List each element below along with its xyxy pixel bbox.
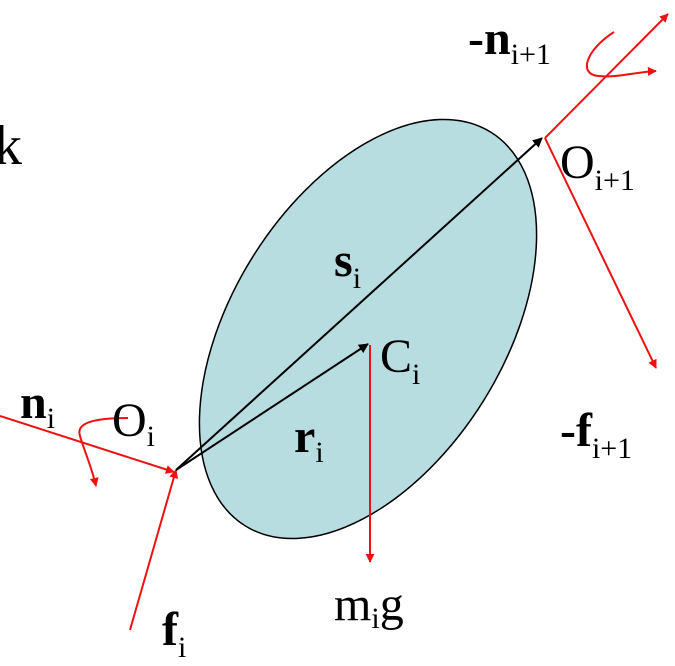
label-neg-f-next-main: -f [560,404,593,457]
label-r-sub: i [315,436,323,469]
force-vectors [0,13,669,631]
label-O-sub: i [147,420,155,453]
force-arrow-f [129,469,179,631]
edge-glyph: k [0,115,22,177]
label-O: Oi [112,394,155,453]
label-mg-m: m [334,578,371,631]
label-f: fi [162,603,186,664]
label-r-main: r [294,410,315,463]
label-neg-f-next-sub: i+1 [592,432,632,465]
moment-arrow-n [78,417,129,487]
vector-s [175,137,543,471]
label-neg-n-next: -ni+1 [468,12,551,71]
label-O-main: O [112,394,147,447]
label-C-sub: i [412,358,420,391]
label-O-next-sub: i+1 [595,164,635,197]
label-mg: mig [334,578,404,635]
label-O-next: Oi+1 [560,136,635,197]
label-C-main: C [380,330,412,383]
label-s-sub: i [353,262,361,295]
label-O-next-main: O [560,136,595,189]
position-vectors [175,137,543,471]
label-neg-n-next-main: -n [468,12,511,65]
label-mg-sub: i [371,602,379,635]
label-n-sub: i [47,402,55,435]
vector-r [175,343,369,471]
label-f-main: f [162,603,179,656]
force-arrow-neg-f-next [544,137,657,369]
label-C: Ci [380,330,420,391]
label-neg-n-next-sub: i+1 [511,38,551,71]
link-body-ellipse [198,118,538,540]
label-s-main: s [334,234,353,287]
force-arrow-n [0,415,175,474]
label-n: ni [20,376,55,435]
label-mg-g: g [380,578,404,631]
label-f-sub: i [178,631,186,664]
label-s: si [334,234,361,295]
label-n-main: n [20,376,47,429]
moment-arrow-neg-n-next [586,31,657,78]
label-r: ri [294,410,324,469]
label-neg-f-next: -fi+1 [560,404,632,465]
